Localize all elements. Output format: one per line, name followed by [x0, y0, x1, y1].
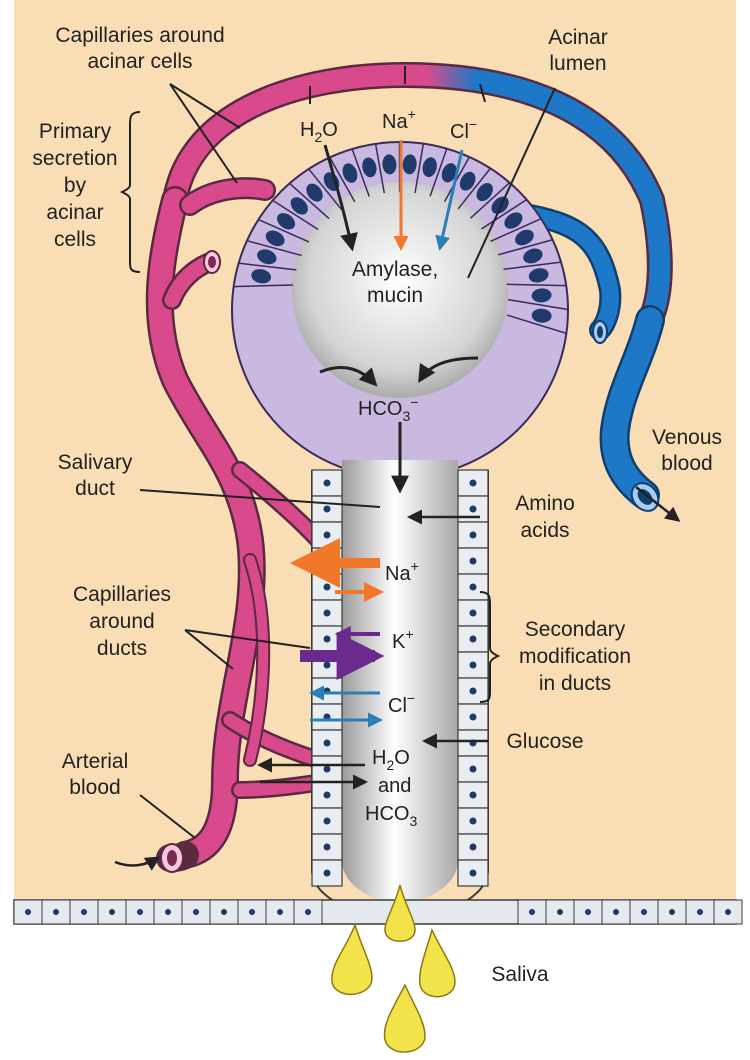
- duct-cell-nucleus: [470, 636, 477, 643]
- label-primary-secretion: Primary: [39, 120, 112, 143]
- label-amylase: Amylase,: [352, 258, 438, 281]
- svg-text:around: around: [89, 610, 154, 633]
- epithelium-nucleus: [53, 909, 59, 915]
- label-salivary-duct: Salivary: [58, 451, 133, 474]
- label-acinar-lumen: Acinar: [548, 26, 608, 49]
- epithelium-nucleus: [109, 909, 115, 915]
- duct-cell-nucleus: [324, 818, 331, 825]
- epithelium-nucleus: [641, 909, 647, 915]
- duct-cell-nucleus: [324, 532, 331, 539]
- epithelium-nucleus: [725, 909, 731, 915]
- epithelium-nucleus: [277, 909, 283, 915]
- label-glucose: Glucose: [506, 730, 583, 753]
- epithelium-nucleus: [585, 909, 591, 915]
- svg-text:acinar cells: acinar cells: [87, 50, 192, 73]
- epithelium-nucleus: [249, 909, 255, 915]
- svg-text:in ducts: in ducts: [539, 672, 611, 695]
- saliva-drop: [420, 930, 455, 997]
- svg-text:ducts: ducts: [97, 637, 147, 660]
- duct-cell-nucleus: [324, 766, 331, 773]
- saliva-drop: [332, 925, 372, 994]
- label-capillaries-acinar: Capillaries around: [55, 24, 224, 47]
- epithelium-nucleus: [557, 909, 563, 915]
- epithelium-nucleus: [669, 909, 675, 915]
- label-venous-blood: Venous: [652, 426, 722, 449]
- duct-cell-nucleus: [324, 610, 331, 617]
- duct-cell-nucleus: [470, 714, 477, 721]
- epithelium-nucleus: [81, 909, 87, 915]
- svg-text:duct: duct: [75, 477, 115, 500]
- duct-cell-nucleus: [324, 792, 331, 799]
- svg-text:acinar: acinar: [46, 201, 103, 224]
- svg-text:modification: modification: [519, 645, 631, 668]
- label-arterial-blood: Arterial: [62, 750, 129, 773]
- duct-cell-nucleus: [470, 766, 477, 773]
- duct-cell-nucleus: [324, 844, 331, 851]
- duct-cell-nucleus: [470, 792, 477, 799]
- duct-cell-nucleus: [324, 870, 331, 877]
- epithelium-nucleus: [221, 909, 227, 915]
- duct-cell-nucleus: [470, 558, 477, 565]
- epithelium-nucleus: [25, 909, 31, 915]
- duct-cell-nucleus: [470, 610, 477, 617]
- duct-cell-nucleus: [470, 480, 477, 487]
- epithelium-nucleus: [165, 909, 171, 915]
- label-amino-acids: Amino: [515, 492, 575, 515]
- svg-text:acids: acids: [520, 519, 569, 542]
- duct-cell-nucleus: [324, 740, 331, 747]
- duct-cell-nucleus: [470, 662, 477, 669]
- epithelium-nucleus: [193, 909, 199, 915]
- duct-cell-nucleus: [470, 584, 477, 591]
- ion-hco3: HCO3−: [358, 394, 418, 424]
- svg-text:cells: cells: [54, 228, 96, 251]
- svg-text:blood: blood: [69, 776, 120, 799]
- duct-cell-nucleus: [470, 506, 477, 513]
- duct-lumen: [342, 460, 458, 905]
- duct-cell-nucleus: [470, 870, 477, 877]
- svg-text:secretion: secretion: [32, 147, 117, 170]
- svg-text:mucin: mucin: [367, 284, 423, 307]
- epithelium-nucleus: [529, 909, 535, 915]
- saliva-drop: [384, 985, 425, 1052]
- duct-cell-nucleus: [470, 844, 477, 851]
- duct-cell-nucleus: [324, 662, 331, 669]
- duct-cell-nucleus: [324, 584, 331, 591]
- epithelium-nucleus: [697, 909, 703, 915]
- duct-cell-nucleus: [324, 636, 331, 643]
- label-capillaries-ducts: Capillaries: [73, 583, 171, 606]
- duct-cell-nucleus: [470, 818, 477, 825]
- duct-cell-nucleus: [324, 480, 331, 487]
- label-secondary-modification: Secondary: [525, 618, 626, 641]
- epithelium-nucleus: [137, 909, 143, 915]
- duct-cell-nucleus: [470, 688, 477, 695]
- svg-text:by: by: [64, 174, 87, 197]
- svg-text:blood: blood: [661, 452, 712, 475]
- svg-text:lumen: lumen: [549, 52, 606, 75]
- epithelium-nucleus: [613, 909, 619, 915]
- duct-cell-nucleus: [470, 532, 477, 539]
- epithelium-nucleus: [305, 909, 311, 915]
- duct-cell-nucleus: [324, 506, 331, 513]
- ion-and: and: [378, 775, 411, 797]
- label-saliva: Saliva: [491, 963, 549, 986]
